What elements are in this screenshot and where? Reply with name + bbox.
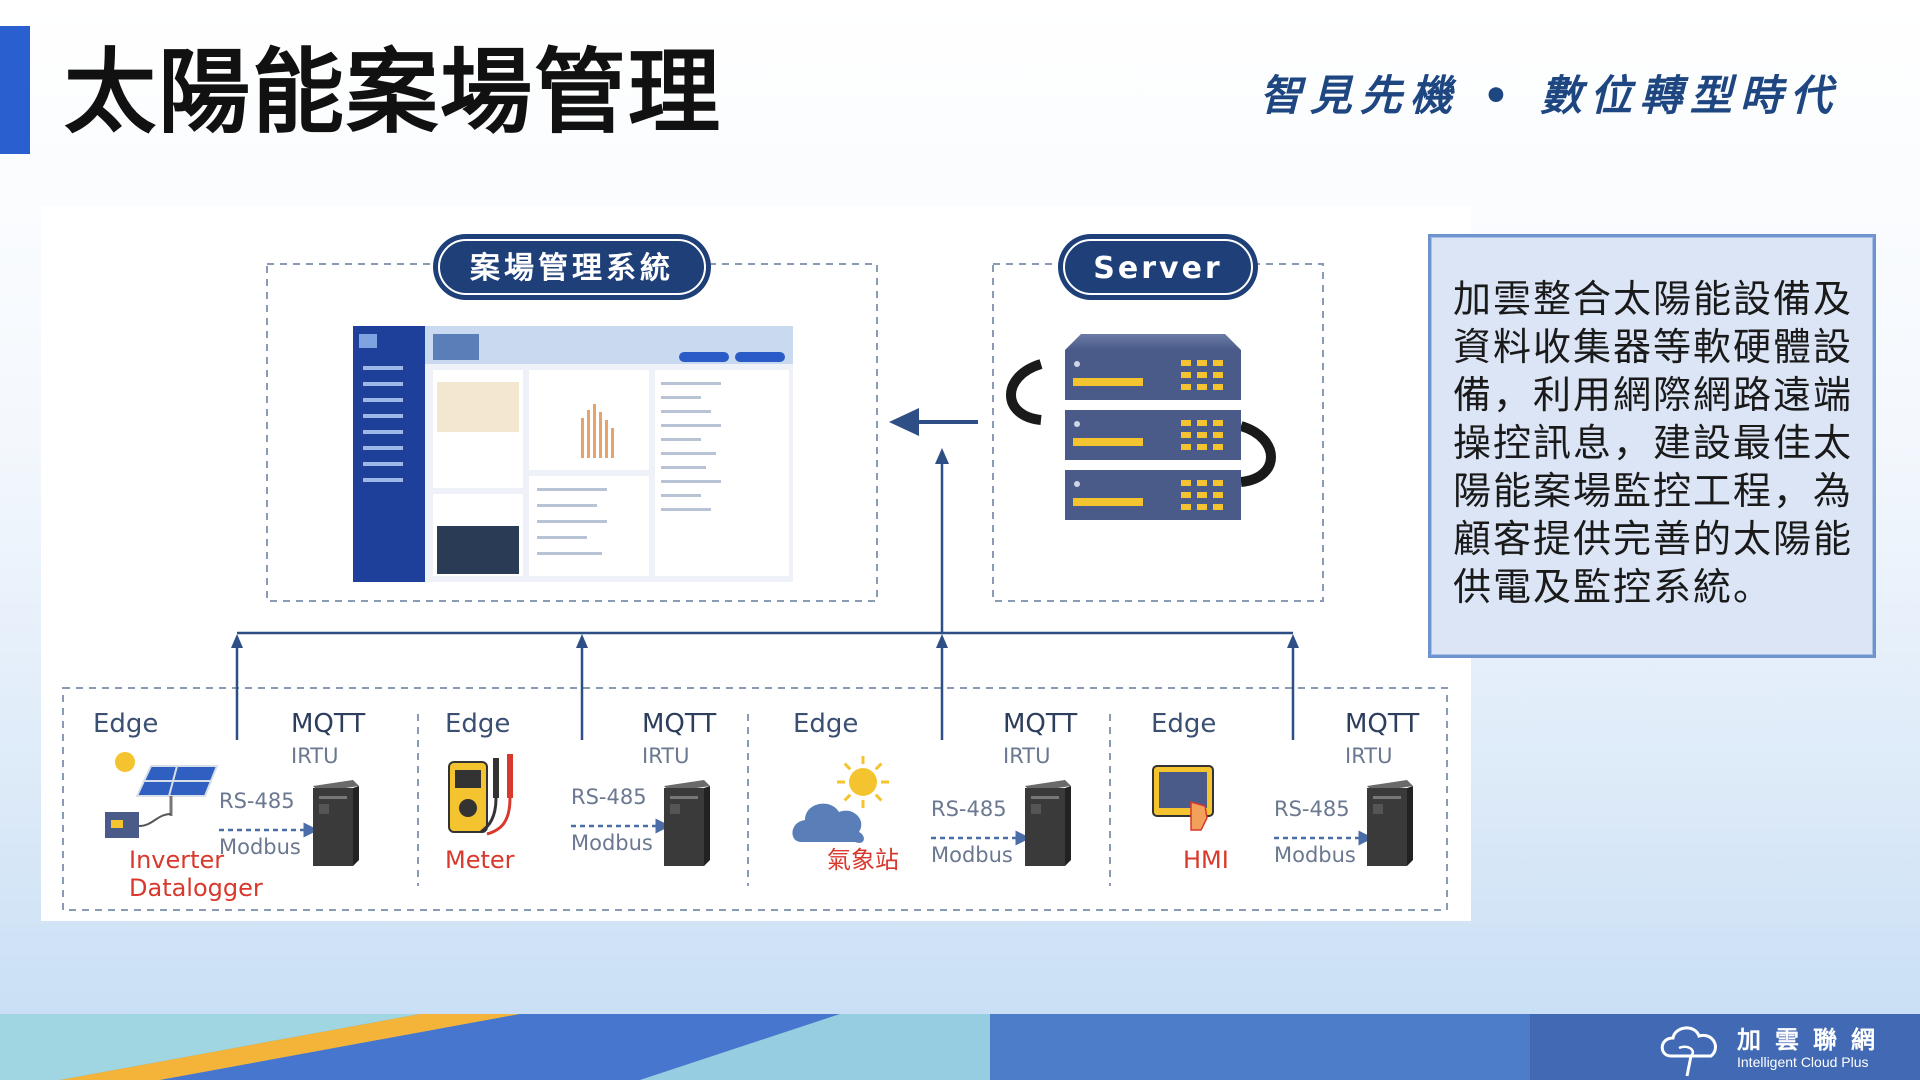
irtu-gateway-icon [664,780,710,866]
footer-banner [0,1014,1920,1080]
gateway-sub-label: IRTU [291,744,338,768]
gateway-sub-label: IRTU [1003,744,1050,768]
title-accent-bar [0,26,30,154]
page-title: 太陽能案場管理 [64,39,723,146]
arrowhead-left [889,408,919,436]
server-label: Server [1093,251,1222,286]
gateway-label: MQTT [642,709,716,739]
arrowhead-up [576,634,588,648]
irtu-gateway-icon [313,780,359,866]
edge-dashed-box [62,687,1448,911]
gateway-sub-label: IRTU [1345,744,1392,768]
protocol-top-label: RS-485 [1274,797,1350,821]
system-label-pill: 案場管理系統 [433,234,711,300]
tagline: 智見先機 • 數位轉型時代 [1259,71,1840,120]
arrowhead-up [1287,634,1299,648]
edge-label: Edge [793,709,858,739]
server-dashed-box [992,263,1324,602]
system-label: 案場管理系統 [470,251,674,286]
architecture-diagram: 案場管理系統 Server [62,234,1448,911]
weather-icon [792,756,889,843]
device-label: 氣象站 [827,846,899,874]
dashboard-screenshot [353,326,793,582]
arrowhead-up [231,634,243,648]
device-label-2: Datalogger [129,874,263,902]
protocol-top-label: RS-485 [571,785,647,809]
edge-label: Edge [445,709,510,739]
edge-label: Edge [93,709,158,739]
logo-text-en: Intelligent Cloud Plus [1737,1054,1869,1070]
architecture-diagram-panel: 案場管理系統 Server [41,206,1471,921]
irtu-gateway-icon [1367,780,1413,866]
arrowhead-up [936,634,948,648]
irtu-gateway-icon [1025,780,1071,866]
protocol-bottom-label: Modbus [1274,843,1356,867]
protocol-bottom-label: Modbus [931,843,1013,867]
device-label: Inverter [129,846,224,874]
cloud-logo-icon [1660,1026,1717,1077]
solar-panel-icon [105,752,219,838]
protocol-top-label: RS-485 [219,789,295,813]
multimeter-icon [448,754,513,836]
hmi-touch-icon [1152,765,1214,831]
arrowhead-up [935,448,949,464]
edge-label: Edge [1151,709,1216,739]
device-label: Meter [445,846,515,874]
logo-text-cn: 加雲聯網 [1737,1026,1889,1054]
gateway-label: MQTT [1345,709,1419,739]
protocol-bottom-label: Modbus [219,835,301,859]
gateway-sub-label: IRTU [642,744,689,768]
protocol-bottom-label: Modbus [571,831,653,855]
device-label: HMI [1183,846,1229,874]
gateway-label: MQTT [291,709,365,739]
server-stack-icon [1006,334,1276,520]
company-logo: 加雲聯網 Intelligent Cloud Plus [1657,1018,1892,1078]
server-label-pill: Server [1058,234,1258,300]
gateway-label: MQTT [1003,709,1077,739]
description-text: 加雲整合太陽能設備及資料收集器等軟硬體設備，利用網際網路遠端操控訊息，建設最佳太… [1453,277,1854,609]
description-box: 加雲整合太陽能設備及資料收集器等軟硬體設備，利用網際網路遠端操控訊息，建設最佳太… [1428,234,1876,658]
protocol-top-label: RS-485 [931,797,1007,821]
